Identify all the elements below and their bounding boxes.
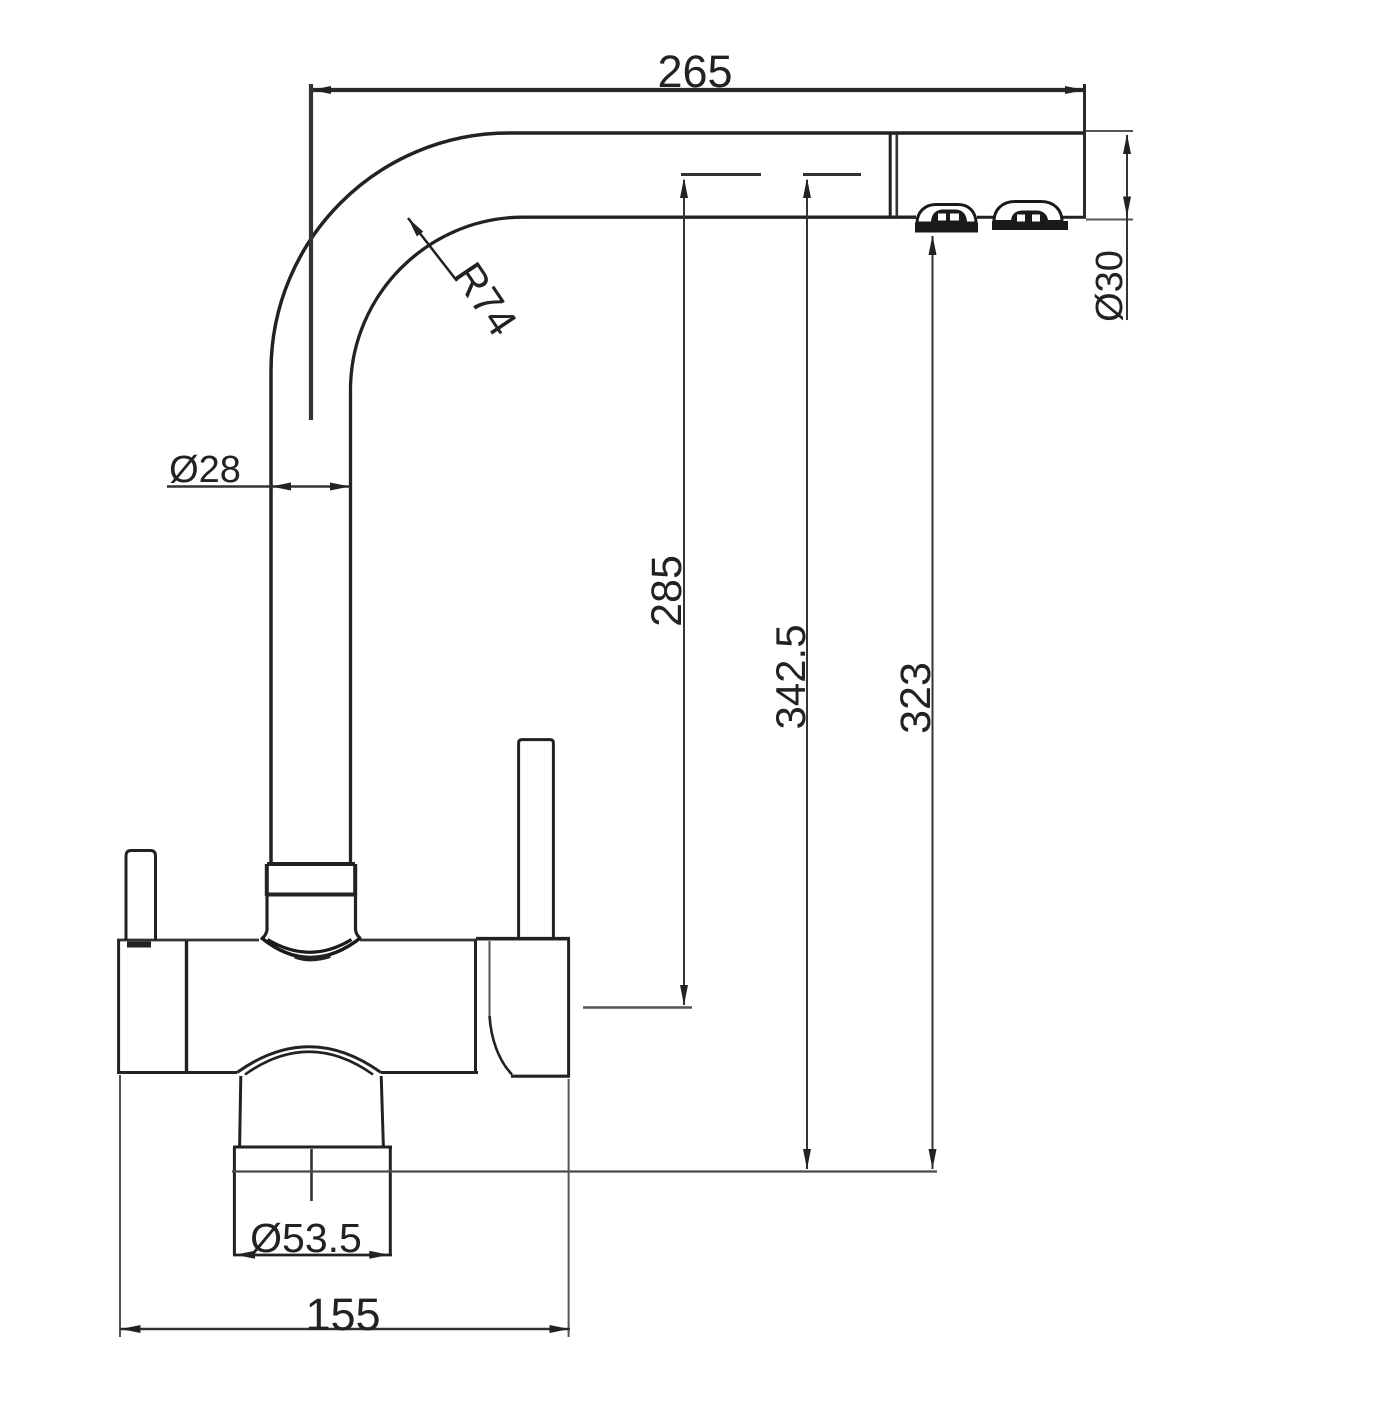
svg-text:Ø30: Ø30 <box>1089 250 1131 322</box>
svg-text:155: 155 <box>305 1289 380 1340</box>
svg-text:265: 265 <box>657 46 732 97</box>
svg-text:342.5: 342.5 <box>767 624 814 729</box>
svg-text:Ø53.5: Ø53.5 <box>250 1215 362 1261</box>
svg-text:323: 323 <box>892 662 940 734</box>
svg-text:Ø28: Ø28 <box>169 449 241 491</box>
svg-text:285: 285 <box>643 555 691 627</box>
